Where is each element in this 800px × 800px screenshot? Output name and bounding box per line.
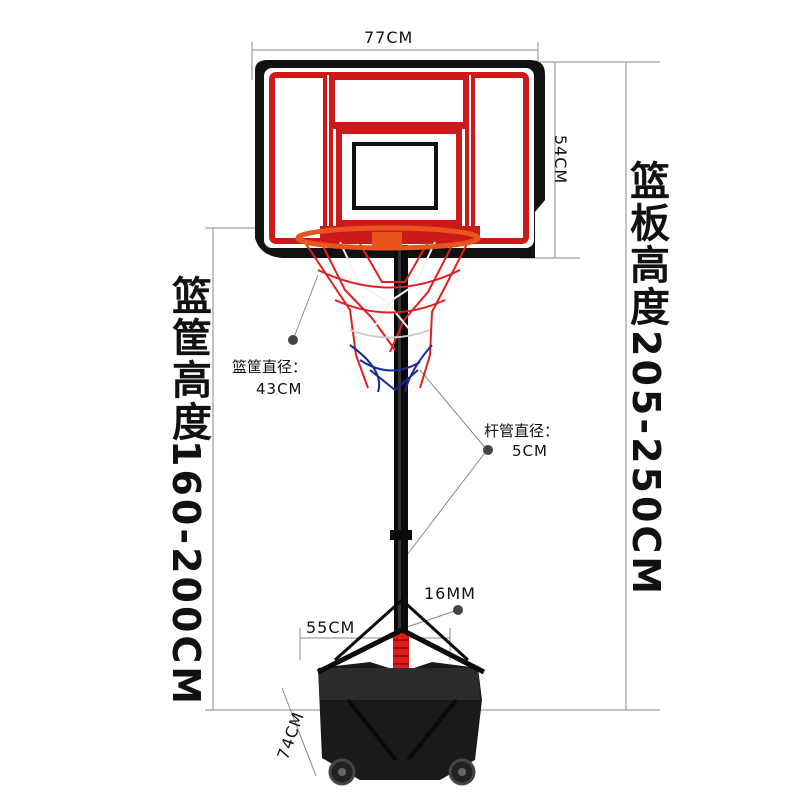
backboard-width-label: 77CM bbox=[364, 28, 414, 47]
hoop-height-range-value: 160-200CM bbox=[164, 440, 208, 708]
spring-size-label: 16MM bbox=[424, 584, 476, 603]
backboard-height-label: 54CM bbox=[551, 134, 571, 185]
pole-diameter-value: 5CM bbox=[512, 442, 548, 460]
base-width-label: 55CM bbox=[306, 618, 356, 637]
net bbox=[301, 237, 471, 393]
base bbox=[316, 598, 486, 786]
hoop-diameter-value: 43CM bbox=[256, 380, 303, 398]
rim bbox=[295, 225, 481, 251]
pole-diameter-label: 杆管直径： bbox=[484, 422, 560, 440]
hoop-diameter-label: 篮筐直径： bbox=[232, 358, 308, 376]
backboard-height-range-value: 205-250CM bbox=[624, 330, 668, 598]
hoop-height-range-title: 篮筐高度 bbox=[165, 275, 211, 443]
backboard-height-range-title: 篮板高度 bbox=[623, 160, 669, 328]
